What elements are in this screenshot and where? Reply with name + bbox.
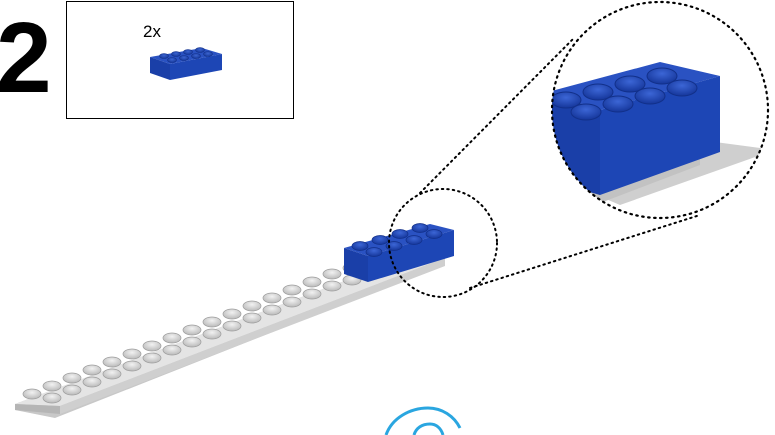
- blue-2x4-brick-icon: [150, 47, 222, 80]
- rotate-arrow-detail: [412, 422, 445, 435]
- gray-plate-icon: [15, 256, 445, 418]
- zoom-connector-top: [419, 36, 576, 194]
- step-number: 2: [0, 2, 52, 114]
- rotate-arrow-icon: [384, 406, 462, 435]
- placed-blue-brick: [344, 223, 454, 282]
- parts-callout: 2x: [66, 1, 294, 119]
- zoom-connector-bottom: [469, 214, 701, 289]
- zoom-callout-icon: [550, 0, 770, 220]
- zoom-source-circle: [388, 188, 498, 298]
- part-quantity: 2x: [143, 22, 161, 41]
